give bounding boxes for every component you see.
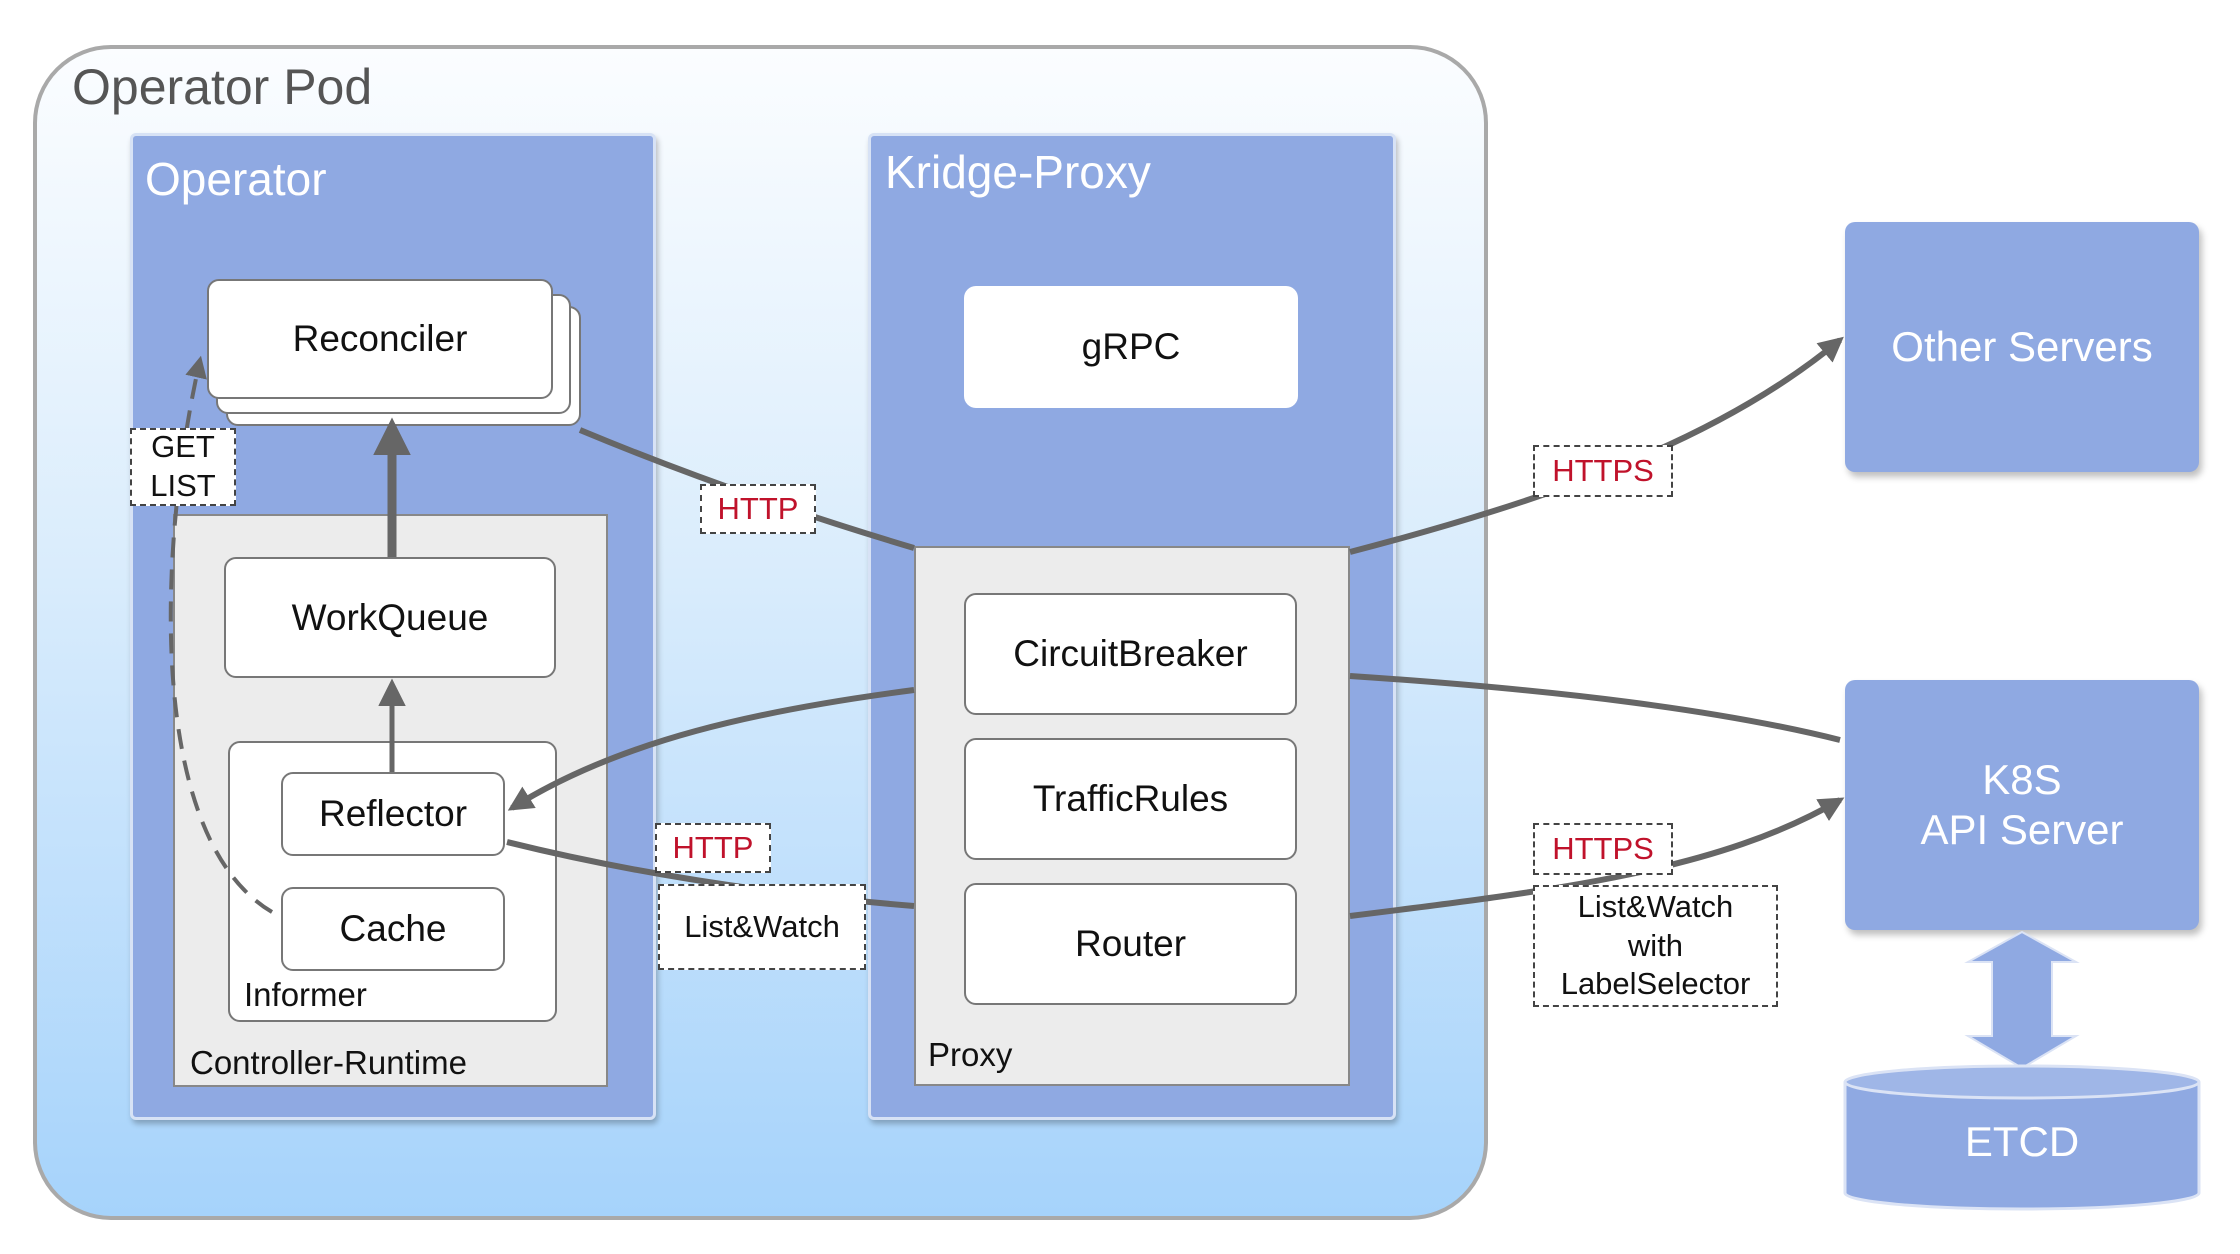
http-lower-label: HTTP <box>655 823 771 873</box>
k8s-api-server-box[interactable]: K8S API Server <box>1845 680 2199 930</box>
reflector-box[interactable]: Reflector <box>281 772 505 856</box>
cache-box[interactable]: Cache <box>281 887 505 971</box>
workqueue-box[interactable]: WorkQueue <box>224 557 556 678</box>
controller-runtime-label: Controller-Runtime <box>190 1044 467 1081</box>
get-label: GET <box>151 429 215 465</box>
proxy-label: Proxy <box>928 1036 1013 1073</box>
lw-line-1: List&Watch <box>1577 888 1734 924</box>
list-watch-label-selector: List&Watch with LabelSelector <box>1533 885 1778 1007</box>
lw-line-3: LabelSelector <box>1560 966 1751 1002</box>
lw-line-2: with <box>1627 927 1684 963</box>
http-upper-label: HTTP <box>700 484 816 534</box>
k8s-etcd-double-arrow <box>1964 930 2080 1070</box>
grpc-box[interactable]: gRPC <box>964 286 1298 408</box>
proxy-to-reflector-arrow <box>507 687 915 811</box>
k8s-line-1: K8S <box>1982 756 2062 804</box>
circuit-breaker-box[interactable]: CircuitBreaker <box>964 593 1297 715</box>
informer-label: Informer <box>244 976 367 1013</box>
operator-title: Operator <box>145 153 327 205</box>
etcd-label: ETCD <box>1964 1118 2080 1165</box>
other-servers-box[interactable]: Other Servers <box>1845 222 2199 472</box>
get-list-label: GET LIST <box>130 428 236 506</box>
router-box[interactable]: Router <box>964 883 1297 1005</box>
operator-pod-title: Operator Pod <box>72 59 373 115</box>
https-upper-label: HTTPS <box>1533 445 1673 497</box>
proxy-to-k8s-connector <box>1349 673 1841 743</box>
kridge-proxy-title: Kridge-Proxy <box>885 146 1151 198</box>
traffic-rules-box[interactable]: TrafficRules <box>964 738 1297 860</box>
etcd-cylinder[interactable] <box>1843 1064 2201 1211</box>
list-label: LIST <box>150 468 216 503</box>
reconciler-box[interactable]: Reconciler <box>207 279 553 399</box>
list-watch-label: List&Watch <box>658 884 866 970</box>
k8s-line-2: API Server <box>1920 806 2124 853</box>
https-lower-label: HTTPS <box>1533 823 1673 875</box>
